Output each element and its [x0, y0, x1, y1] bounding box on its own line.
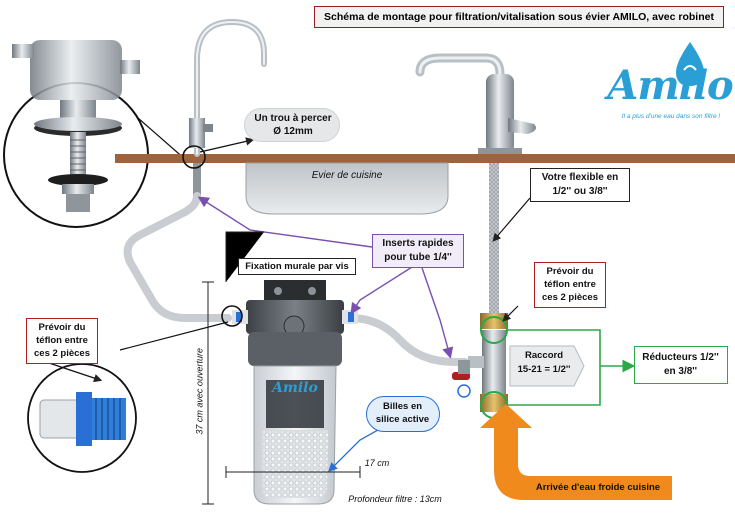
inserts-line1: Inserts rapides	[382, 238, 454, 249]
filter-unit	[232, 280, 358, 505]
depth-label: Profondeur filtre : 13cm	[348, 494, 442, 504]
amilo-drop-logo	[676, 42, 704, 86]
cold-water-arrow-head	[480, 404, 532, 428]
reducer-top-marker	[480, 316, 508, 344]
teflon-left-line2: téflon entre	[36, 335, 88, 346]
inserts-leader-top	[197, 196, 373, 248]
wall-mount-label: Fixation murale par vis	[238, 258, 356, 275]
height-label: 37 cm avec ouverture	[194, 348, 205, 435]
flex-label: Votre flexible en 1/2'' ou 3/8''	[530, 168, 630, 202]
width-dimension	[225, 466, 361, 478]
flex-line2: 1/2'' ou 3/8''	[552, 186, 608, 197]
silica-line2: silice active	[375, 414, 430, 425]
quick-fitting-zoom	[27, 363, 137, 473]
teflon-right-leader	[502, 305, 519, 322]
reducers-line1: Réducteurs 1/2''	[642, 352, 719, 363]
teflon-right-line1: Prévoir du	[546, 266, 594, 277]
wall-mount-dimension	[225, 231, 264, 282]
reducers-label: Réducteurs 1/2'' en 3/8''	[634, 346, 728, 384]
inserts-leader-mid	[350, 261, 421, 315]
raccord-box	[509, 345, 585, 387]
teflon-right-label: Prévoir du téflon entre ces 2 pièces	[534, 262, 606, 308]
reducers-bracket	[508, 329, 601, 406]
flex-leader	[492, 197, 531, 242]
diagram-title: Schéma de montage pour filtration/vitali…	[314, 6, 724, 28]
hole-label: Un trou à percer Ø 12mm	[244, 108, 340, 142]
teflon-left-line1: Prévoir du	[38, 322, 86, 333]
silica-line1: Billes en	[382, 401, 423, 412]
teflon-right-line3: ces 2 pièces	[542, 292, 598, 303]
raccord-line2: 15-21 = 1/2''	[517, 364, 571, 375]
hole-marker-circle	[182, 145, 206, 169]
cold-water-label: Arrivée d'eau froide cuisine	[535, 482, 661, 493]
tube-from-filter-out	[346, 314, 469, 366]
teflon-left-line3: ces 2 pièces	[34, 348, 90, 359]
teflon-left-label: Prévoir du téflon entre ces 2 pièces	[26, 318, 98, 364]
tap-thread-zoom	[3, 40, 149, 228]
inlet-fitting-marker	[221, 305, 243, 327]
flexible-hose	[489, 163, 499, 313]
zoom-left-link	[119, 321, 229, 351]
height-dimension	[202, 281, 214, 505]
width-label: 17 cm	[364, 458, 390, 468]
tube-to-filter-in	[123, 192, 232, 322]
wall-bracket	[264, 280, 326, 302]
title-text: Schéma de montage pour filtration/vitali…	[324, 11, 714, 23]
sink-label: Evier de cuisine	[311, 170, 383, 181]
cartridge-logo: Amilo	[272, 380, 318, 396]
valve-marker	[457, 384, 471, 398]
wall-mount-text: Fixation murale par vis	[245, 261, 349, 272]
hole-line2: Ø 12mm	[273, 126, 313, 137]
hole-line1: Un trou à percer	[254, 113, 332, 124]
reducers-line2: en 3/8''	[663, 366, 698, 377]
inserts-label: Inserts rapides pour tube 1/4''	[372, 234, 464, 268]
filter-tap	[189, 18, 267, 199]
hole-leader	[199, 137, 255, 153]
counter-top	[115, 154, 735, 163]
fittings-assembly	[452, 313, 508, 412]
inserts-line2: pour tube 1/4''	[384, 252, 452, 263]
flex-line1: Votre flexible en	[541, 172, 619, 183]
kitchen-mixer-tap	[415, 53, 536, 154]
brand-logo: Amilo	[607, 62, 733, 109]
sink-bowl	[245, 162, 449, 215]
raccord-line1: Raccord	[524, 350, 563, 361]
brand-tagline: Il a plus d'une eau dans son filtre !	[621, 113, 721, 120]
silica-label: Billes en silice active	[366, 396, 440, 432]
teflon-right-line2: téflon entre	[544, 279, 596, 290]
inserts-leader-right	[419, 261, 454, 359]
cold-water-arrow-body	[494, 420, 672, 500]
zoom-link-line	[137, 117, 187, 161]
